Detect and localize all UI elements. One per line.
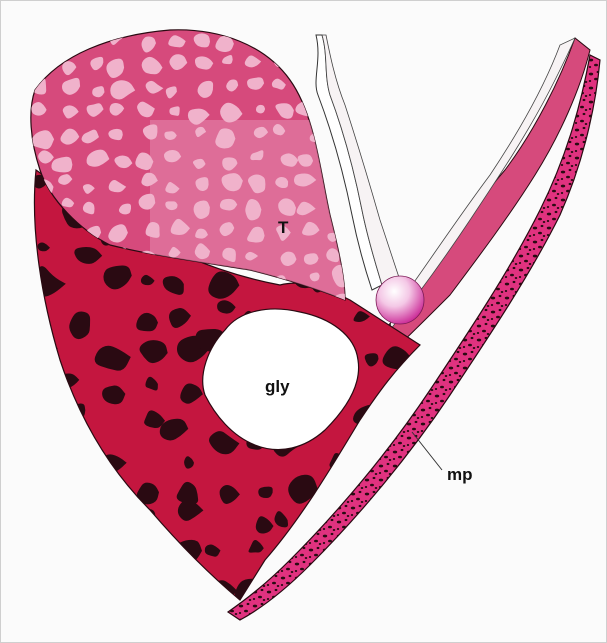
dark-vacuole xyxy=(34,441,51,458)
dark-vacuole xyxy=(325,573,353,601)
pale-cell-blob xyxy=(303,60,315,70)
pale-cell-blob xyxy=(89,33,105,43)
dark-vacuole xyxy=(383,161,398,179)
pale-cell-blob xyxy=(336,199,349,210)
dark-vacuole xyxy=(58,589,72,602)
dark-vacuole xyxy=(312,507,326,519)
dark-vacuole xyxy=(69,551,95,574)
mp-leader-line xyxy=(412,432,442,470)
pale-cell-blob xyxy=(271,29,292,47)
dark-vacuole xyxy=(346,593,362,605)
pale-cell-blob xyxy=(38,35,50,44)
dark-vacuole xyxy=(33,462,59,485)
dark-vacuole xyxy=(98,503,119,528)
dark-vacuole xyxy=(352,448,378,464)
dark-vacuole xyxy=(93,479,117,497)
label-gly: gly xyxy=(265,377,290,396)
label-mp: mp xyxy=(447,465,473,484)
dark-vacuole xyxy=(380,533,407,555)
pale-cell-blob xyxy=(310,134,322,142)
pale-cell-blob xyxy=(327,153,338,164)
dark-vacuole xyxy=(326,474,351,494)
dark-vacuole xyxy=(174,540,202,567)
dark-vacuole xyxy=(23,579,43,597)
label-T: T xyxy=(278,218,289,237)
dark-vacuole xyxy=(399,576,418,594)
dark-vacuole xyxy=(59,511,71,523)
dark-vacuole xyxy=(401,368,417,382)
pale-cell-blob xyxy=(255,36,266,45)
pale-cell-blob xyxy=(300,80,317,95)
dark-vacuole xyxy=(258,487,272,498)
dark-vacuole xyxy=(168,579,189,597)
sphere xyxy=(376,276,424,324)
dark-vacuole xyxy=(36,379,56,394)
pale-cell-blob xyxy=(30,78,46,95)
dark-vacuole xyxy=(340,539,371,569)
pale-cell-blob xyxy=(330,178,346,196)
pale-cell-blob xyxy=(65,33,83,48)
pale-cell-blob xyxy=(331,29,342,40)
pale-cell-blob xyxy=(40,57,52,69)
dark-vacuole xyxy=(345,266,365,283)
dark-vacuole xyxy=(387,196,407,211)
dark-vacuole xyxy=(128,539,154,562)
dark-vacuole xyxy=(141,582,153,593)
dark-vacuole xyxy=(109,569,130,592)
dark-vacuole xyxy=(68,447,90,468)
dark-vacuole xyxy=(21,549,38,563)
dark-vacuole xyxy=(382,501,404,523)
dark-vacuole xyxy=(34,402,63,424)
dark-vacuole xyxy=(103,540,118,552)
